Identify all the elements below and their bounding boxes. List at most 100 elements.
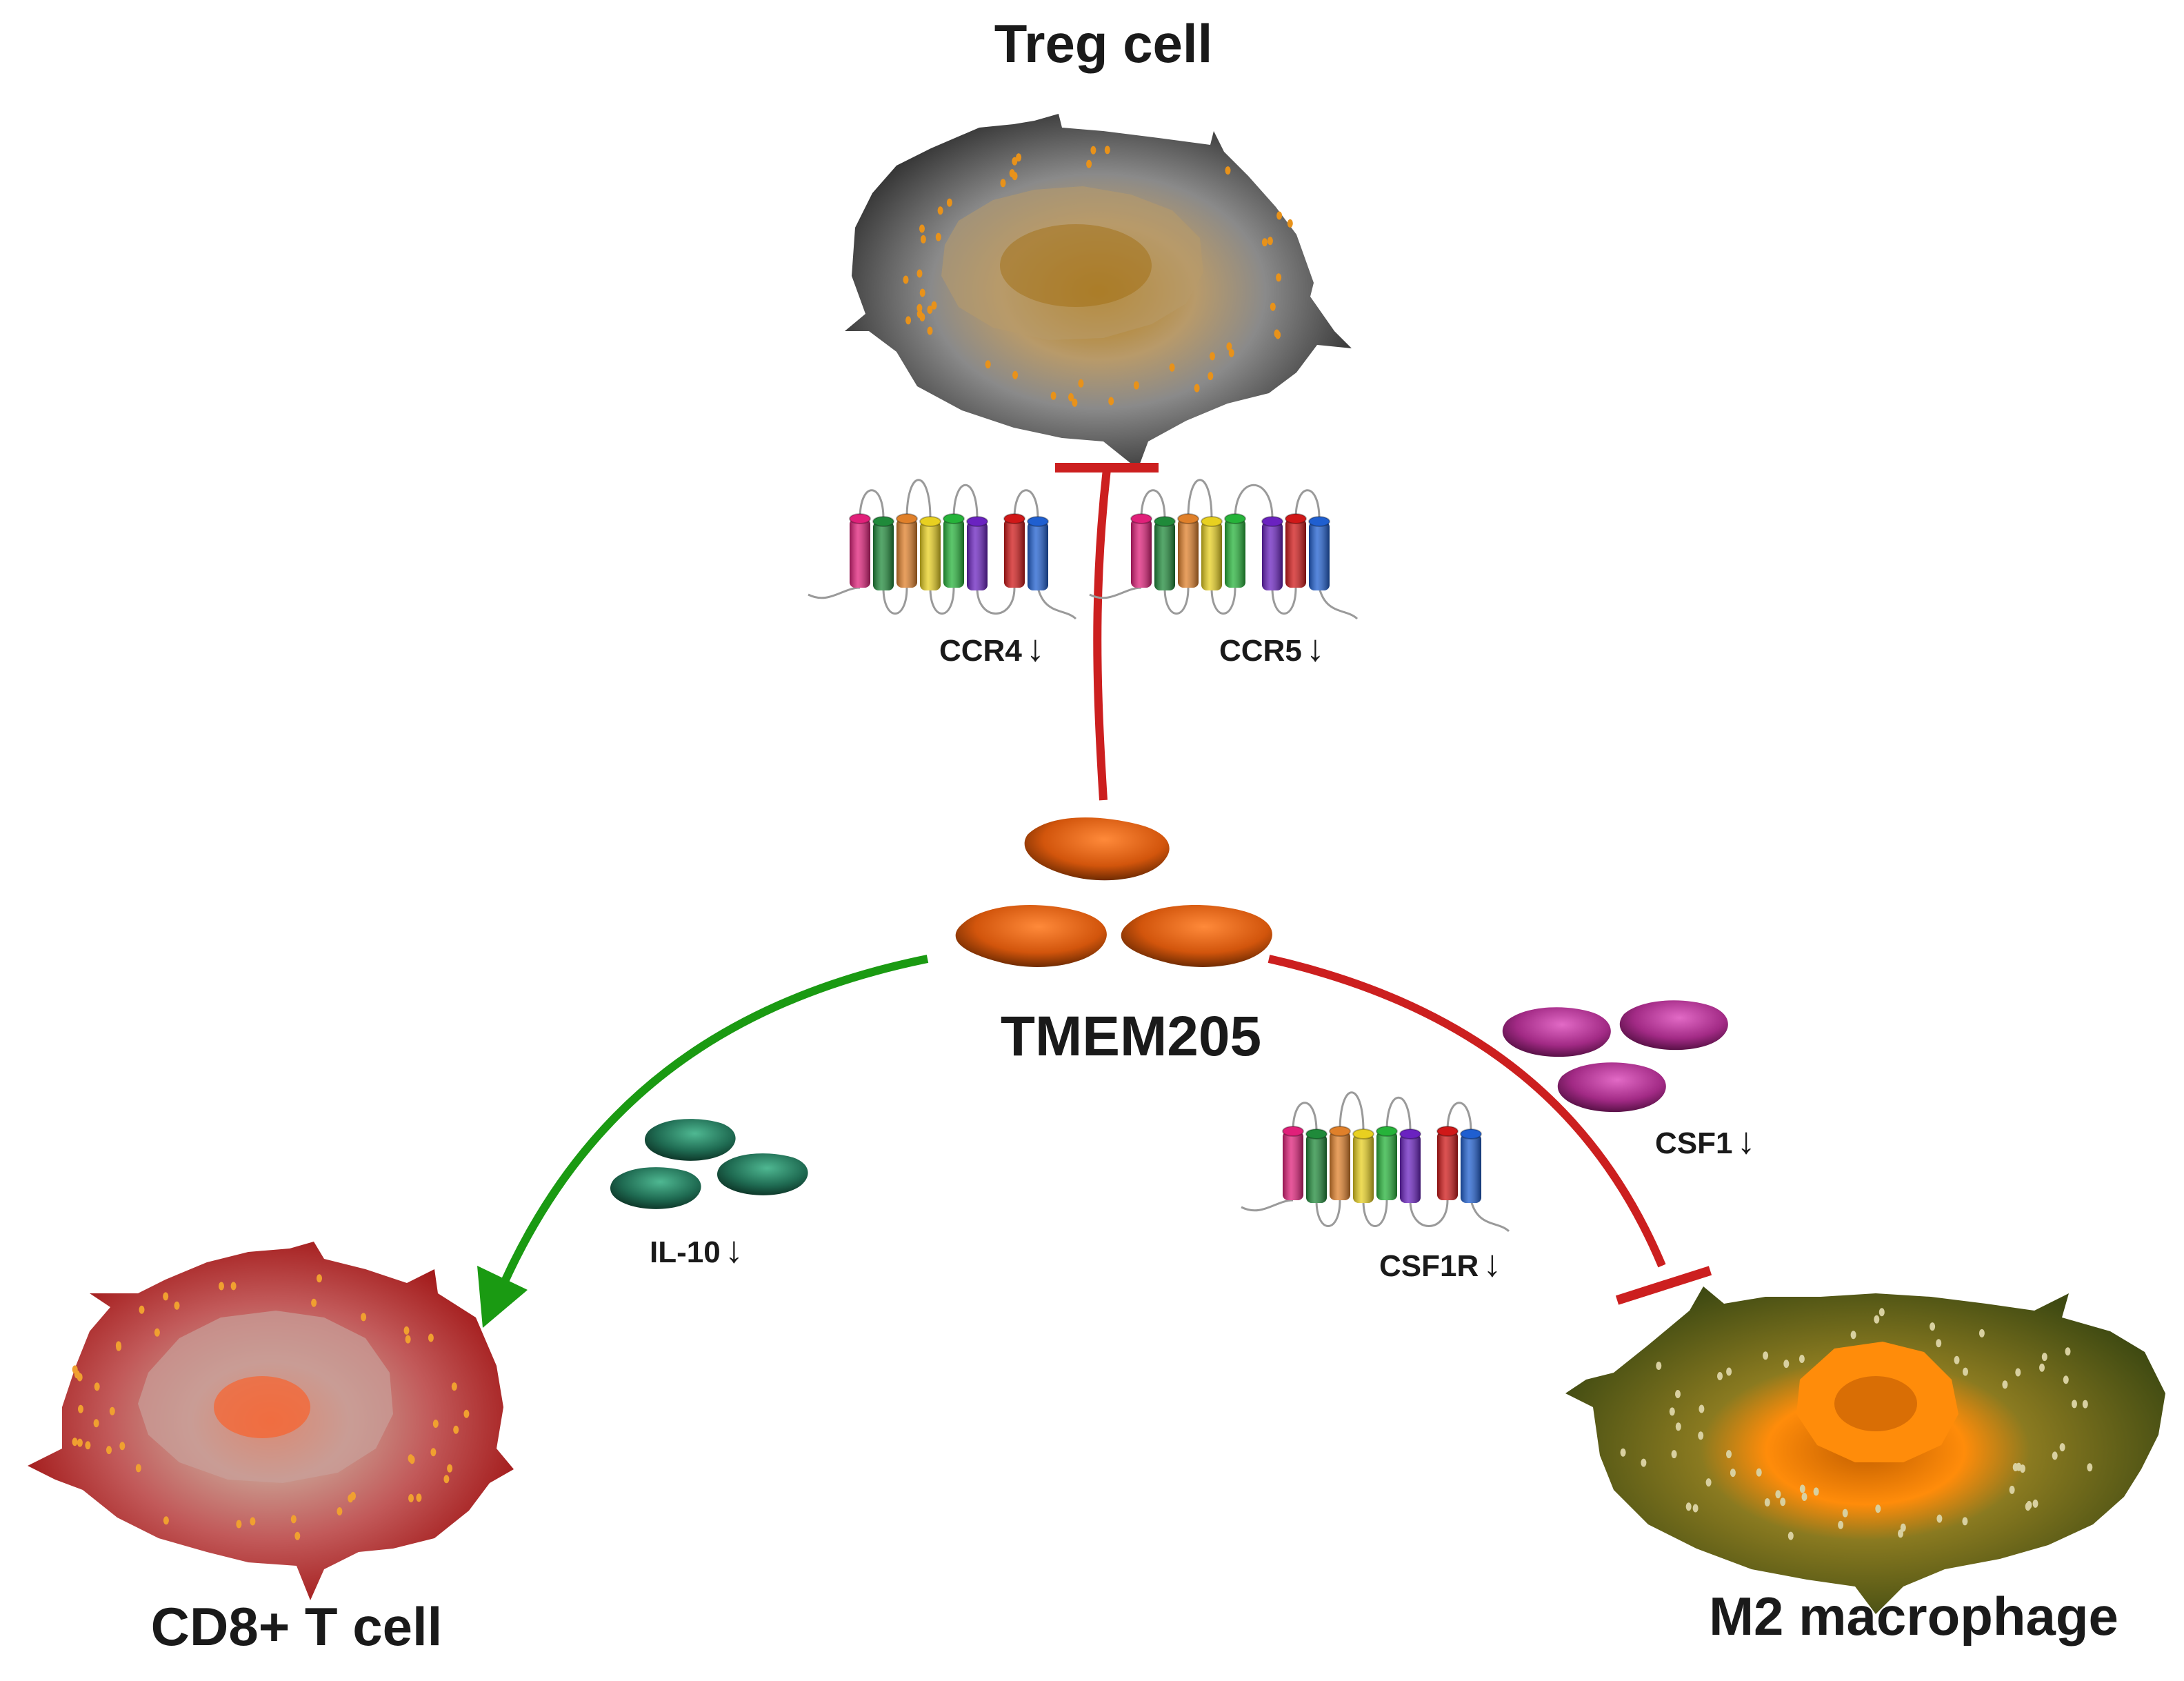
m2-granule bbox=[2012, 1463, 2018, 1471]
cd8-granule bbox=[409, 1455, 415, 1464]
cd8-granule bbox=[236, 1520, 242, 1529]
receptor-helix-shade bbox=[850, 519, 870, 588]
csf1r-down-arrow: ↓ bbox=[1483, 1243, 1501, 1284]
cd8-granule bbox=[350, 1491, 356, 1500]
il10-protein-right bbox=[717, 1153, 808, 1195]
cd8-t-cell bbox=[28, 1242, 514, 1600]
receptor-helix-cap bbox=[1308, 516, 1330, 527]
receptor-loop bbox=[808, 479, 1077, 620]
receptor-helix-cap bbox=[1177, 513, 1199, 524]
tmem205-protein-left bbox=[955, 905, 1107, 967]
m2-granule bbox=[1838, 1520, 1844, 1529]
cd8-granule bbox=[119, 1442, 126, 1451]
ccr5-name: CCR5 bbox=[1219, 634, 1302, 668]
treg-granule bbox=[1090, 146, 1096, 155]
m2-granule bbox=[1783, 1360, 1790, 1369]
m2-granule bbox=[2032, 1499, 2038, 1508]
cd8-granule bbox=[230, 1282, 237, 1291]
cd8-granule bbox=[135, 1464, 141, 1473]
receptor-helix-shade bbox=[1437, 1131, 1458, 1200]
m2-granule bbox=[1692, 1504, 1699, 1513]
tmem205-protein-top bbox=[1024, 817, 1170, 881]
m2-granule bbox=[1978, 1329, 1985, 1337]
m2-granule bbox=[1656, 1362, 1662, 1370]
receptor-helix-cap bbox=[943, 513, 965, 524]
m2-granule bbox=[2002, 1380, 2008, 1389]
m2-granule bbox=[1717, 1372, 1723, 1380]
treg-granule bbox=[903, 275, 909, 284]
m2-granule bbox=[1764, 1498, 1770, 1506]
receptor-helix-shade bbox=[1309, 521, 1330, 590]
receptor-helix-cap bbox=[966, 516, 988, 527]
m2-granule bbox=[1698, 1431, 1704, 1440]
m2-granule bbox=[1936, 1514, 1943, 1523]
il10-protein-left bbox=[610, 1167, 701, 1209]
treg-granule bbox=[931, 301, 937, 310]
m2-granule bbox=[1936, 1339, 1942, 1348]
m2-granule bbox=[1763, 1351, 1769, 1360]
receptor-helix-shade bbox=[873, 521, 894, 590]
treg-granule bbox=[919, 312, 925, 321]
treg-granule bbox=[905, 316, 912, 325]
m2-granule bbox=[1874, 1315, 1880, 1324]
m2-granule bbox=[1780, 1498, 1786, 1506]
m2-granule bbox=[1799, 1355, 1805, 1363]
receptor-helix-shade bbox=[1285, 519, 1306, 588]
cd8-granule bbox=[447, 1464, 453, 1473]
cd8-granule bbox=[451, 1382, 457, 1391]
m2-granule bbox=[1954, 1355, 1960, 1364]
receptor-helix-cap bbox=[1436, 1126, 1459, 1137]
cd8-granule bbox=[428, 1333, 434, 1342]
receptor-helix-shade bbox=[1400, 1134, 1421, 1203]
cd8-granule bbox=[106, 1446, 112, 1455]
cd8-t-cell-label: CD8+ T cell bbox=[151, 1596, 443, 1657]
tmem205-cluster bbox=[955, 817, 1272, 967]
receptor-helix-shade bbox=[1131, 519, 1152, 588]
csf1-protein-right bbox=[1619, 1000, 1728, 1051]
treg-granule bbox=[919, 224, 925, 233]
treg-granule bbox=[1208, 372, 1214, 381]
ccr5-label: CCR5↓ bbox=[1219, 628, 1325, 669]
activate-arrowhead-cd8 bbox=[477, 1266, 528, 1328]
treg-granule bbox=[1267, 237, 1273, 246]
treg-granule bbox=[1050, 391, 1056, 400]
cd8-granule bbox=[109, 1406, 115, 1415]
receptor-helix-cap bbox=[919, 516, 941, 527]
m2-granule bbox=[1962, 1517, 1968, 1526]
cd8-granule bbox=[94, 1382, 100, 1391]
cd8-granule bbox=[77, 1438, 83, 1447]
receptor-helix-shade bbox=[1262, 521, 1283, 590]
receptor-helix-cap bbox=[1130, 513, 1152, 524]
cd8-granule bbox=[430, 1448, 437, 1457]
treg-granule bbox=[946, 198, 952, 207]
inhibit-arc-m2 bbox=[1268, 955, 1666, 1268]
treg-granule bbox=[1225, 166, 1231, 175]
m2-granule bbox=[1726, 1450, 1732, 1459]
cd8-granule bbox=[311, 1298, 317, 1307]
ccr5-down-arrow: ↓ bbox=[1306, 628, 1325, 669]
receptor-helix-cap bbox=[1027, 516, 1049, 527]
receptor-helix-cap bbox=[1352, 1128, 1374, 1140]
treg-granule bbox=[916, 304, 923, 312]
receptor-helix-cap bbox=[872, 516, 894, 527]
cd8-granule bbox=[432, 1420, 439, 1428]
treg-granule bbox=[1169, 363, 1175, 372]
treg-granule bbox=[1226, 342, 1232, 351]
receptor-helix-cap bbox=[1285, 513, 1307, 524]
m2-granule bbox=[2041, 1353, 2047, 1362]
ccr4-receptor bbox=[808, 479, 1077, 620]
m2-granule bbox=[2065, 1347, 2071, 1356]
m2-granule bbox=[2072, 1400, 2077, 1409]
m2-granule bbox=[1898, 1529, 1903, 1538]
receptor-helix-shade bbox=[1353, 1134, 1374, 1203]
cd8-granule bbox=[463, 1409, 470, 1418]
cd8-granule bbox=[78, 1404, 83, 1413]
csf1r-name: CSF1R bbox=[1379, 1249, 1479, 1283]
inhibit-line-treg bbox=[1093, 468, 1111, 801]
treg-granule bbox=[1275, 330, 1281, 339]
m2-granule bbox=[1787, 1531, 1794, 1540]
receptor-helix-cap bbox=[1460, 1128, 1482, 1140]
receptor-helix-cap bbox=[1305, 1128, 1328, 1140]
cd8-granule bbox=[416, 1493, 422, 1502]
treg-granule bbox=[985, 360, 991, 369]
